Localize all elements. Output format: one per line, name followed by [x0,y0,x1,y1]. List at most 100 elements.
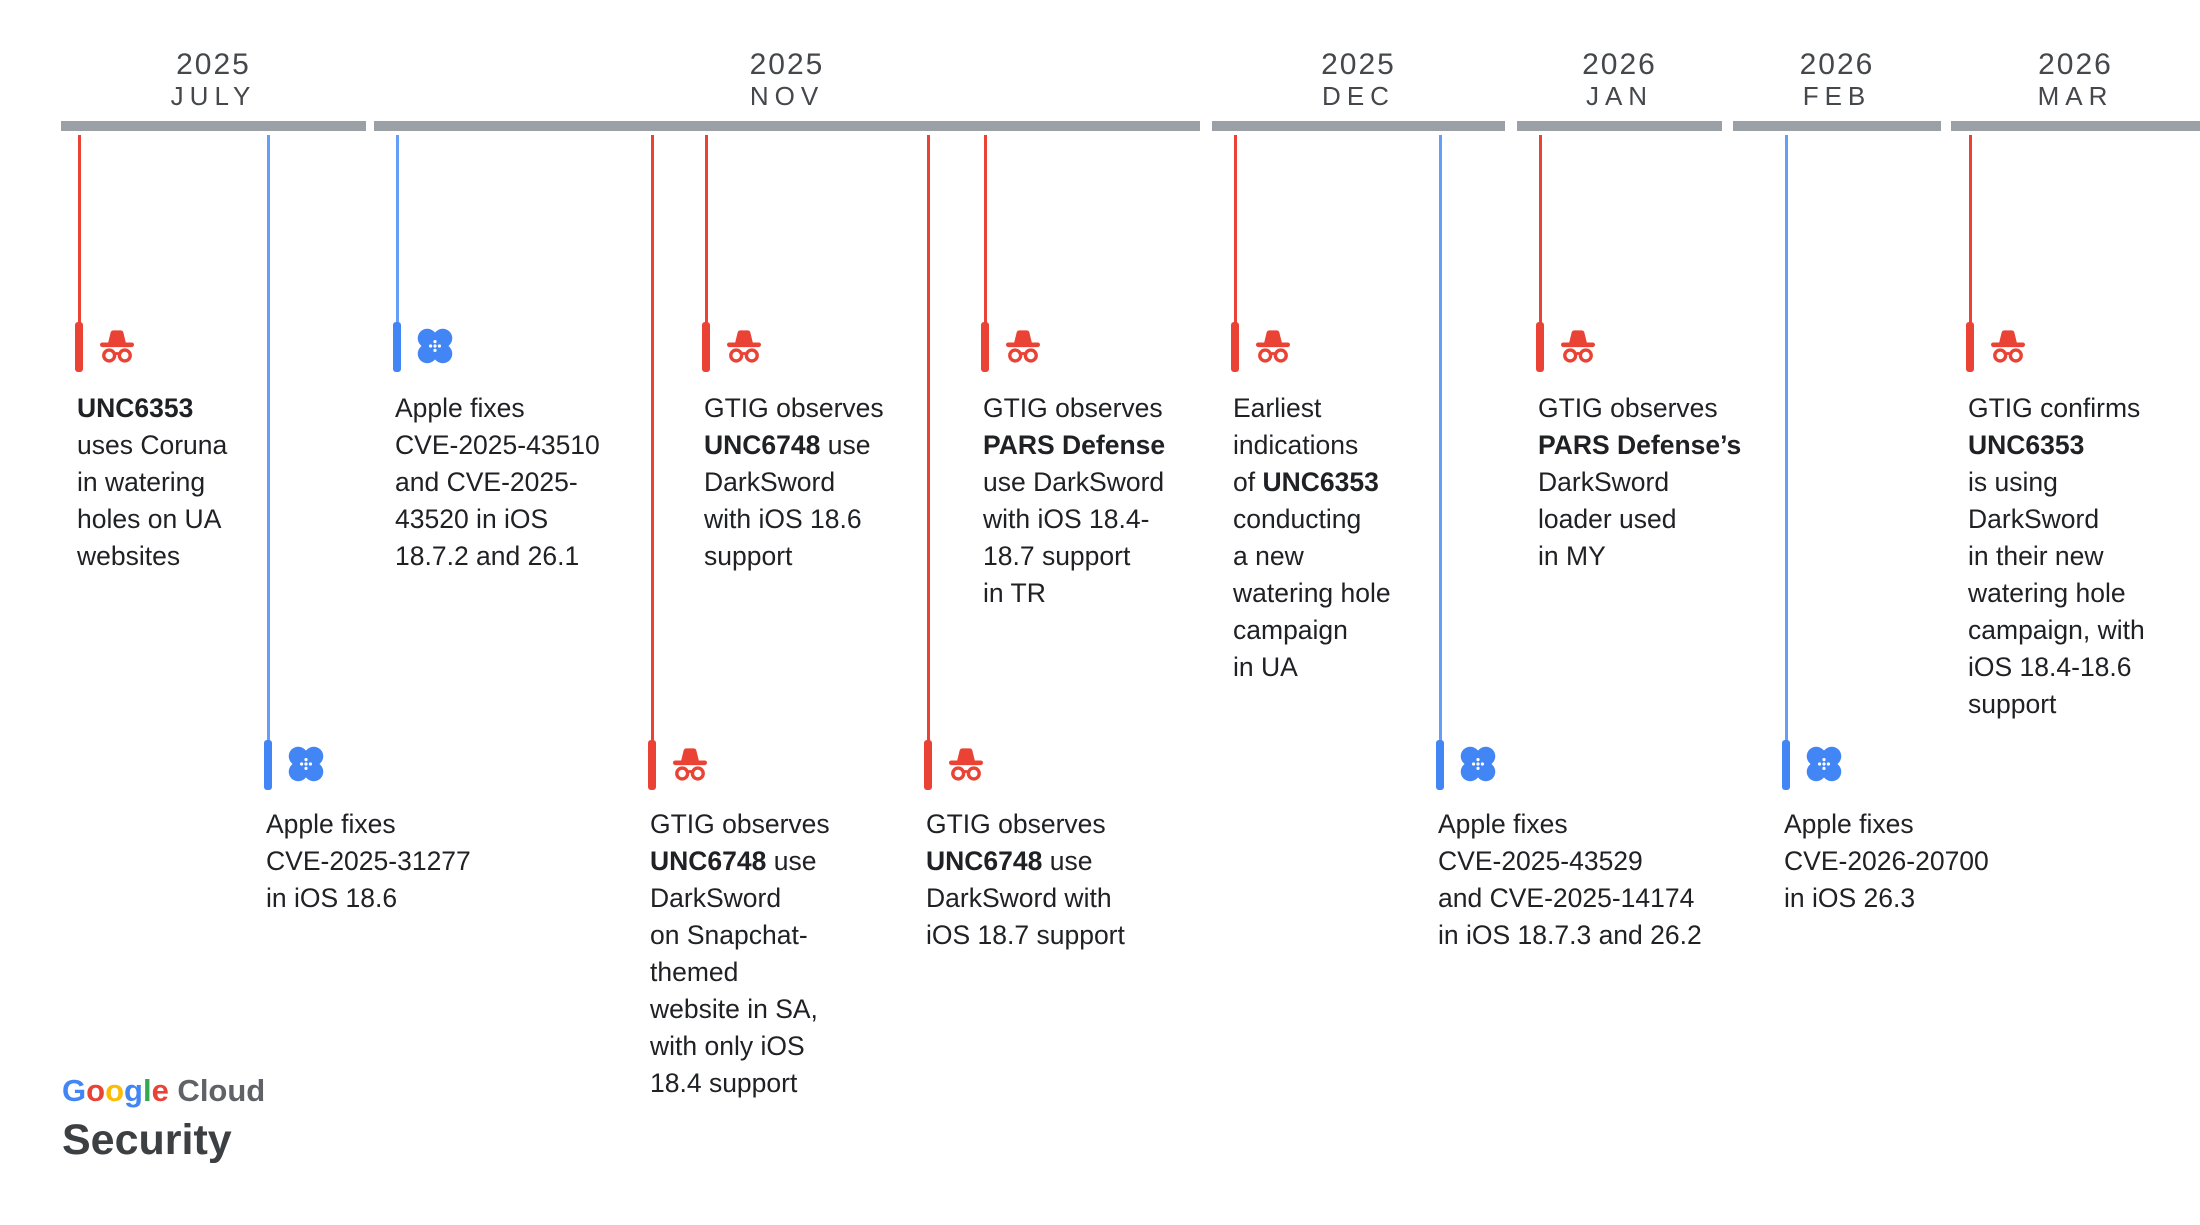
event-text-line: on Snapchat- [650,920,808,950]
event-tick [264,740,272,790]
event-text-line: support [704,541,793,571]
timeline-month: DEC [1322,81,1395,111]
event-text-line: GTIG observes [704,393,884,423]
event-text-line: GTIG observes [983,393,1163,423]
event-text-line: GTIG observes [650,809,830,839]
event-text-line: GTIG observes [1538,393,1718,423]
timeline-month-bar [374,121,1200,131]
timeline-month: MAR [2037,81,2114,111]
event-drop-line [1969,135,1972,323]
event-tick [924,740,932,790]
event-tick [1536,322,1544,372]
event-text-line: CVE-2026-20700 [1784,846,1989,876]
event-drop-line [78,135,81,323]
event-text-line: UNC6353 [77,393,194,423]
event-tick [1436,740,1444,790]
event-drop-line [927,135,930,741]
timeline-year: 2025 [176,48,251,81]
event-text-line: in their new [1968,541,2104,571]
cloud-wordmark: Cloud [168,1073,266,1108]
event-text-line: GTIG observes [926,809,1106,839]
event-text-line: holes on UA [77,504,222,534]
event-text-line: in iOS 18.6 [266,883,398,913]
timeline-month-label: 2026 MAR [1951,48,2200,111]
event-text-line: DarkSword [1968,504,2100,534]
event-text-line: with iOS 18.4- [983,504,1150,534]
event-text-line: watering hole [1233,578,1391,608]
event-drop-line [396,135,399,323]
event-tick [75,322,83,372]
event-drop-line [984,135,987,323]
timeline-month-label: 2026 FEB [1733,48,1941,111]
incognito-icon [93,322,141,370]
event-text-line: PARS Defense [983,430,1166,460]
timeline-month-bar [1951,121,2200,131]
event-text-line: iOS 18.4-18.6 [1968,652,2132,682]
event-text-line: of UNC6353 [1233,467,1379,497]
event-text-line: CVE-2025-43510 [395,430,600,460]
incognito-icon [942,740,990,788]
event-text-line: website in SA, [650,994,818,1024]
incognito-icon [1984,322,2032,370]
event-text-line: UNC6353 [1968,430,2085,460]
timeline-month-bar [1212,121,1505,131]
event-text-line: use DarkSword [983,467,1165,497]
event-text-line: in iOS 26.3 [1784,883,1916,913]
event-text-line: is using [1968,467,2058,497]
event-text-line: Apple fixes [395,393,525,423]
timeline-month: JULY [170,81,257,111]
event-drop-line [267,135,270,741]
event-text-line: DarkSword [650,883,782,913]
event-drop-line [1439,135,1442,741]
event-text-line: in watering [77,467,206,497]
timeline-month: FEB [1802,81,1872,111]
event-text-line: and CVE-2025- [395,467,578,497]
event-text-line: indications [1233,430,1359,460]
timeline-month-label: 2025 NOV [374,48,1200,111]
timeline-year: 2025 [749,48,825,81]
event-text-line: campaign, with [1968,615,2145,645]
event-drop-line [651,135,654,741]
event-text-line: with only iOS [650,1031,805,1061]
timeline-month: NOV [749,81,825,111]
timeline-month-label: 2026 JAN [1517,48,1722,111]
event-text-line: DarkSword [704,467,836,497]
event-tick [1782,740,1790,790]
timeline-year: 2025 [1321,48,1396,81]
bandage-icon [282,740,330,788]
event-text-line: Apple fixes [1784,809,1914,839]
incognito-icon [666,740,714,788]
event-tick [648,740,656,790]
event-tick [981,322,989,372]
event-text-line: PARS Defense’s [1538,430,1742,460]
event-drop-line [705,135,708,323]
event-drop-line [1785,135,1788,741]
timeline-year: 2026 [2038,48,2113,81]
timeline-month-bar [1517,121,1722,131]
event-text-line: UNC6748 use [926,846,1093,876]
event-text-line: 18.4 support [650,1068,798,1098]
event-text-line: a new [1233,541,1304,571]
event-text-line: Apple fixes [1438,809,1568,839]
event-text-line: UNC6748 use [650,846,817,876]
timeline-month-bar [61,121,366,131]
bandage-icon [411,322,459,370]
timeline-year: 2026 [1799,48,1875,81]
event-text-line: DarkSword with [926,883,1112,913]
timeline-month-bar [1733,121,1941,131]
event-text-line: 18.7.2 and 26.1 [395,541,580,571]
event-text-line: conducting [1233,504,1362,534]
timeline-month-label: 2025 DEC [1212,48,1505,111]
event-text-line: in TR [983,578,1046,608]
event-text-line: Apple fixes [266,809,396,839]
bandage-icon [1800,740,1848,788]
event-text-line: loader used [1538,504,1677,534]
